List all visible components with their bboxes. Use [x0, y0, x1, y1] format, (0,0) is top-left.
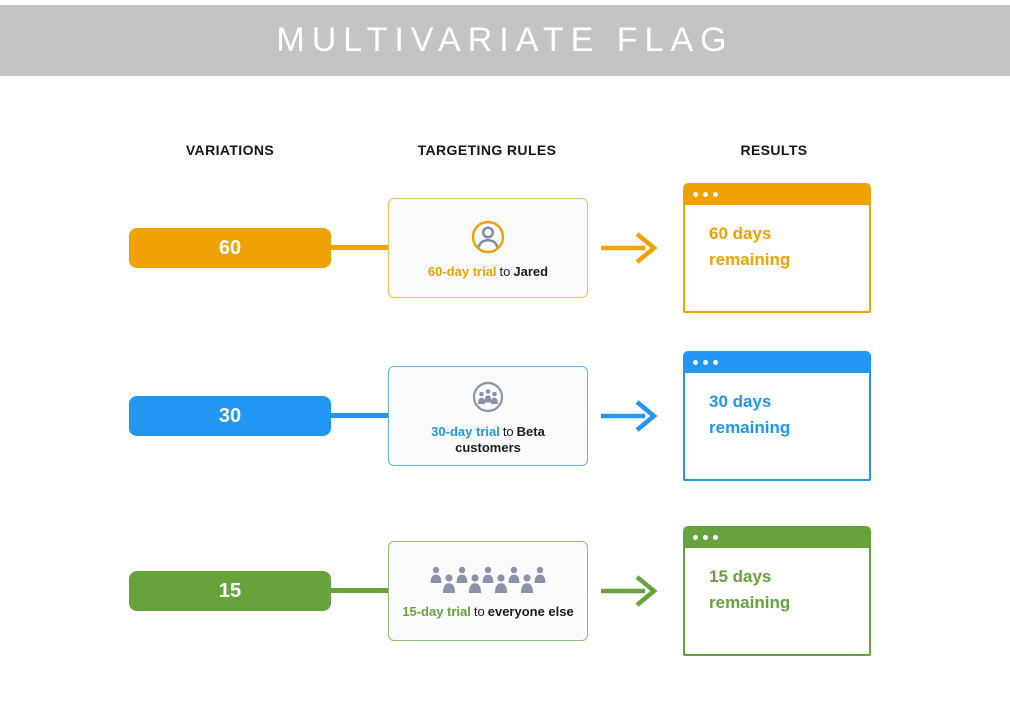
arrow-icon: [601, 400, 658, 432]
window-titlebar: [683, 351, 871, 373]
page-title: MULTIVARIATE FLAG: [276, 21, 734, 59]
variation-label: 30: [218, 404, 242, 427]
rule-connector: to: [502, 423, 514, 439]
variation-pill-60: 60: [129, 228, 331, 268]
result-line2: remaining: [709, 418, 791, 437]
variation-label: 15: [218, 579, 242, 602]
rule-highlight: 15-day trial: [402, 603, 471, 619]
window-dot: [713, 534, 718, 540]
result-line2: remaining: [709, 250, 791, 269]
rule-highlight: 30-day trial: [431, 423, 500, 439]
crowd-icon: [423, 563, 553, 597]
globe-users-icon: [468, 377, 508, 417]
result-window-60: 60 days remaining: [683, 183, 871, 313]
window-dot: [693, 534, 698, 540]
result-line2: remaining: [709, 593, 791, 612]
result-body: 60 days remaining: [683, 205, 871, 313]
variation-pill-30: 30: [129, 396, 331, 436]
result-line1: 30 days: [709, 392, 772, 411]
window-dot: [713, 191, 718, 197]
window-dot: [713, 359, 718, 365]
result-body: 30 days remaining: [683, 373, 871, 481]
result-body: 15 days remaining: [683, 548, 871, 656]
rule-target: everyone else: [487, 603, 574, 619]
connector-line: [331, 588, 389, 593]
window-dot: [703, 359, 708, 365]
rule-target: Beta customers: [455, 423, 545, 455]
column-header-targeting-rules: TARGETING RULES: [417, 142, 557, 158]
window-dot: [703, 191, 708, 197]
connector-line: [331, 413, 389, 418]
window-dot: [693, 191, 698, 197]
result-window-30: 30 days remaining: [683, 351, 871, 481]
arrow-icon: [601, 232, 658, 264]
result-window-15: 15 days remaining: [683, 526, 871, 656]
rule-target: Jared: [513, 263, 549, 279]
variation-pill-15: 15: [129, 571, 331, 611]
flag-row-15: 15: [0, 526, 1010, 656]
rule-highlight: 60-day trial: [427, 263, 497, 279]
column-header-results: RESULTS: [740, 142, 808, 158]
arrow-icon: [601, 575, 658, 607]
result-line1: 60 days: [709, 224, 772, 243]
rule-connector: to: [499, 263, 511, 279]
variation-label: 60: [218, 236, 242, 259]
window-dot: [703, 534, 708, 540]
column-header-variations: VARIATIONS: [185, 142, 275, 158]
window-titlebar: [683, 526, 871, 548]
result-line1: 15 days: [709, 567, 772, 586]
header-band: MULTIVARIATE FLAG: [0, 5, 1010, 76]
rule-connector: to: [473, 603, 485, 619]
window-dot: [693, 359, 698, 365]
user-circle-icon: [468, 217, 508, 257]
connector-line: [331, 245, 389, 250]
window-titlebar: [683, 183, 871, 205]
